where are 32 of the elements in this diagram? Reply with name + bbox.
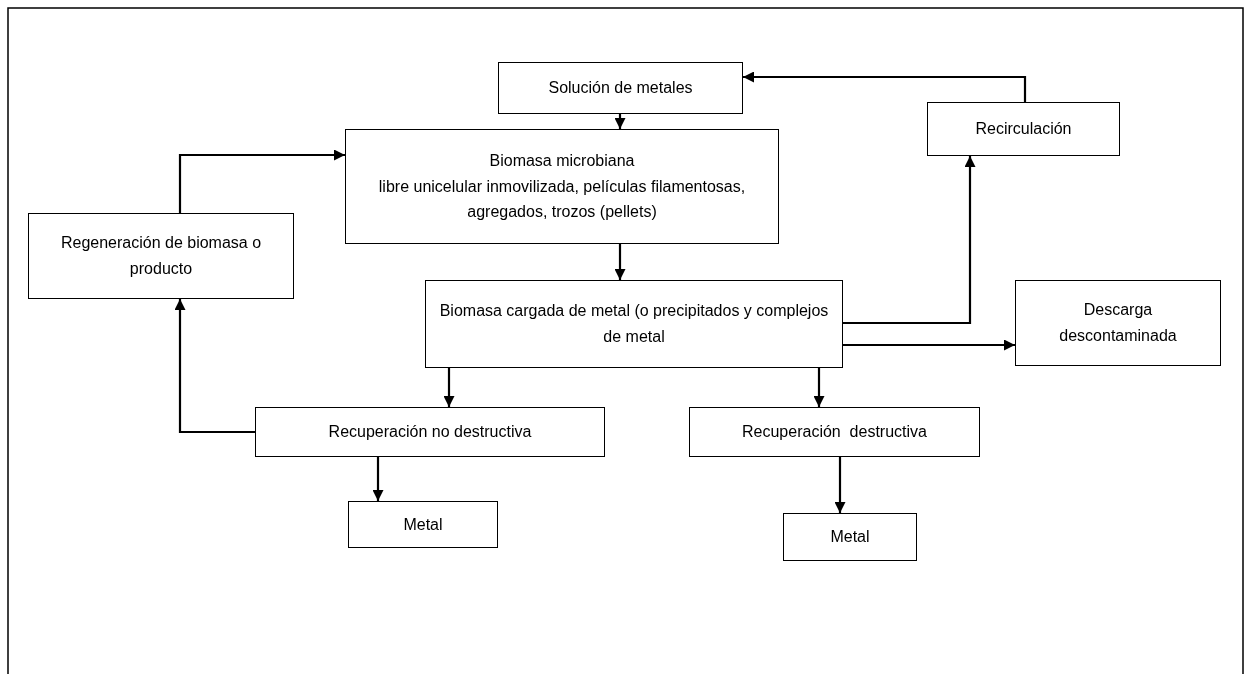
process-box [425,280,843,368]
box-text: Metal [830,527,870,548]
arrow [174,299,255,434]
process-box [345,129,779,244]
process-box [927,102,1120,156]
process-box [1015,280,1221,366]
arrow [834,457,846,513]
box-text: Metal [403,514,443,535]
arrow [614,114,626,129]
arrow [843,339,1015,351]
arrow [843,156,976,325]
process-box [255,407,605,457]
process-box [783,513,917,561]
process-box [28,213,294,299]
arrow [178,149,345,213]
box-text: Recirculación [975,119,1072,140]
process-box [689,407,980,457]
process-box [498,62,743,114]
box-text: Solución de metales [548,78,693,99]
arrow [443,368,455,407]
box-text: Regeneración de biomasa o producto [59,233,263,279]
box-text: Descarga descontaminada [1058,300,1178,346]
arrow [743,71,1027,102]
arrow [372,457,384,501]
arrow [614,244,626,280]
box-text: Recuperación no destructiva [328,422,532,443]
process-box [348,501,498,548]
box-text: Recuperación destructiva [742,422,927,443]
box-text: Biomasa cargada de metal (o precipitados y complejos de metal [438,301,830,347]
box-text: libre unicelular inmovilizada, películas filamentosas, agregados, trozos (pellets) [377,176,747,223]
arrow [813,368,825,407]
box-text: Biomasa microbiana [489,151,635,172]
